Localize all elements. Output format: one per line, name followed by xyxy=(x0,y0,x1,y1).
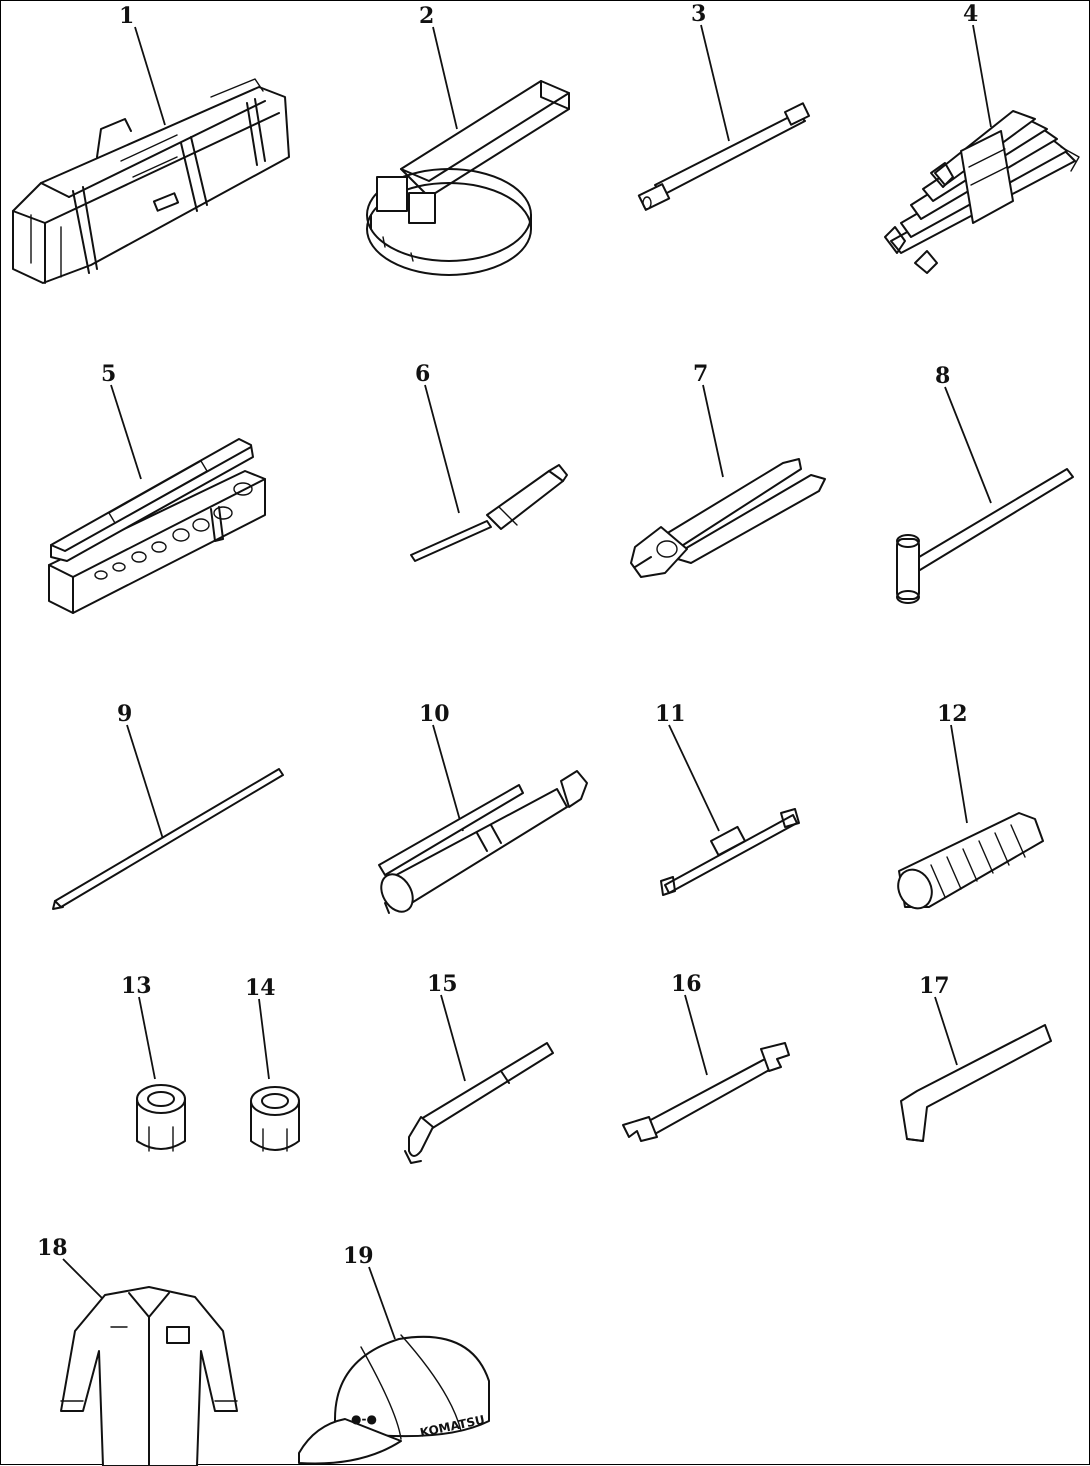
callout-14: 14 xyxy=(245,975,276,1001)
socket-icon xyxy=(250,1086,300,1152)
callout-13: 13 xyxy=(121,973,152,999)
cap-icon: ●-● KOMATSU xyxy=(298,1334,490,1465)
callout-10: 10 xyxy=(419,701,450,727)
leader-lines xyxy=(62,24,992,1340)
socket-set-case-icon xyxy=(48,438,266,614)
tool-bag-icon xyxy=(12,78,290,284)
callout-17: 17 xyxy=(919,973,950,999)
callout-4: 4 xyxy=(963,1,978,27)
wrench-set-icon xyxy=(884,110,1080,274)
socket-icon xyxy=(136,1084,186,1152)
callout-9: 9 xyxy=(117,701,132,727)
callout-labels: 1 2 3 4 5 6 7 8 9 10 11 12 13 14 15 16 1… xyxy=(37,1,978,1269)
callout-18: 18 xyxy=(37,1235,68,1261)
filter-wrench-icon xyxy=(366,80,570,276)
pry-bar-icon xyxy=(52,768,284,910)
callout-7: 7 xyxy=(693,361,708,387)
callout-2: 2 xyxy=(419,3,434,29)
extension-bar-icon xyxy=(637,102,811,211)
pliers-icon xyxy=(630,458,826,578)
callout-1: 1 xyxy=(119,3,134,29)
callout-15: 15 xyxy=(427,971,458,997)
callout-16: 16 xyxy=(671,971,702,997)
cap-logo: ●-● xyxy=(351,1412,377,1426)
callout-5: 5 xyxy=(101,361,116,387)
screwdriver-icon xyxy=(410,464,568,562)
spanner-icon xyxy=(622,1042,790,1142)
t-handle-wrench-icon xyxy=(660,808,800,896)
callout-3: 3 xyxy=(691,1,706,27)
coverall-icon xyxy=(60,1286,238,1466)
hammer-icon xyxy=(896,468,1074,604)
callout-12: 12 xyxy=(937,701,968,727)
box-wrench-icon xyxy=(404,1042,554,1164)
callout-6: 6 xyxy=(415,361,430,387)
grease-hose-icon xyxy=(897,812,1044,910)
callout-19: 19 xyxy=(343,1243,374,1269)
callout-11: 11 xyxy=(655,701,686,727)
grease-gun-icon xyxy=(378,770,588,914)
hex-key-icon xyxy=(900,1024,1052,1142)
callout-8: 8 xyxy=(935,363,950,389)
